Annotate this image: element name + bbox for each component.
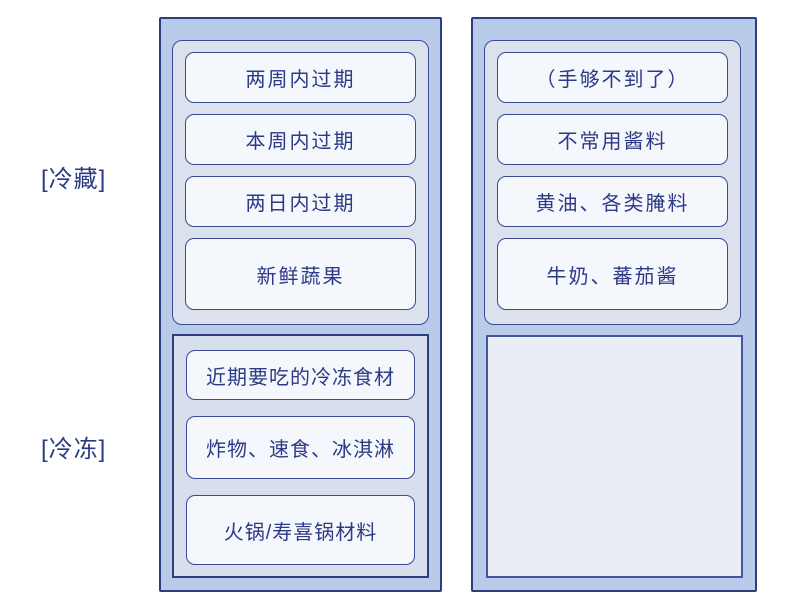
shelf-hotpot-sukiyaki: 火锅/寿喜锅材料 xyxy=(186,495,415,565)
shelf-rarely-used-sauces: 不常用酱料 xyxy=(497,114,728,165)
shelf-fresh-produce: 新鲜蔬果 xyxy=(185,238,416,310)
fridge-shelf-group-left: 两周内过期 本周内过期 两日内过期 新鲜蔬果 xyxy=(172,40,429,325)
left-compartment-column: 两周内过期 本周内过期 两日内过期 新鲜蔬果 近期要吃的冷冻食材 炸物、速食、冰… xyxy=(159,17,442,592)
shelf-fried-instant-icecream: 炸物、速食、冰淇淋 xyxy=(186,416,415,479)
shelf-expires-two-days: 两日内过期 xyxy=(185,176,416,227)
shelf-butter-marinades: 黄油、各类腌料 xyxy=(497,176,728,227)
empty-bottom-panel xyxy=(486,335,743,578)
freezer-section-label: [冷冻] xyxy=(41,436,107,463)
freezer-shelf-group: 近期要吃的冷冻食材 炸物、速食、冰淇淋 火锅/寿喜锅材料 xyxy=(172,334,429,578)
shelf-frozen-eat-soon: 近期要吃的冷冻食材 xyxy=(186,350,415,400)
right-compartment-column: （手够不到了） 不常用酱料 黄油、各类腌料 牛奶、蕃茄酱 xyxy=(471,17,757,592)
fridge-shelf-group-right: （手够不到了） 不常用酱料 黄油、各类腌料 牛奶、蕃茄酱 xyxy=(484,40,741,325)
shelf-expires-this-week: 本周内过期 xyxy=(185,114,416,165)
fridge-section-label: [冷藏] xyxy=(41,166,107,193)
shelf-milk-ketchup: 牛奶、蕃茄酱 xyxy=(497,238,728,310)
shelf-out-of-reach: （手够不到了） xyxy=(497,52,728,103)
shelf-expires-two-weeks: 两周内过期 xyxy=(185,52,416,103)
